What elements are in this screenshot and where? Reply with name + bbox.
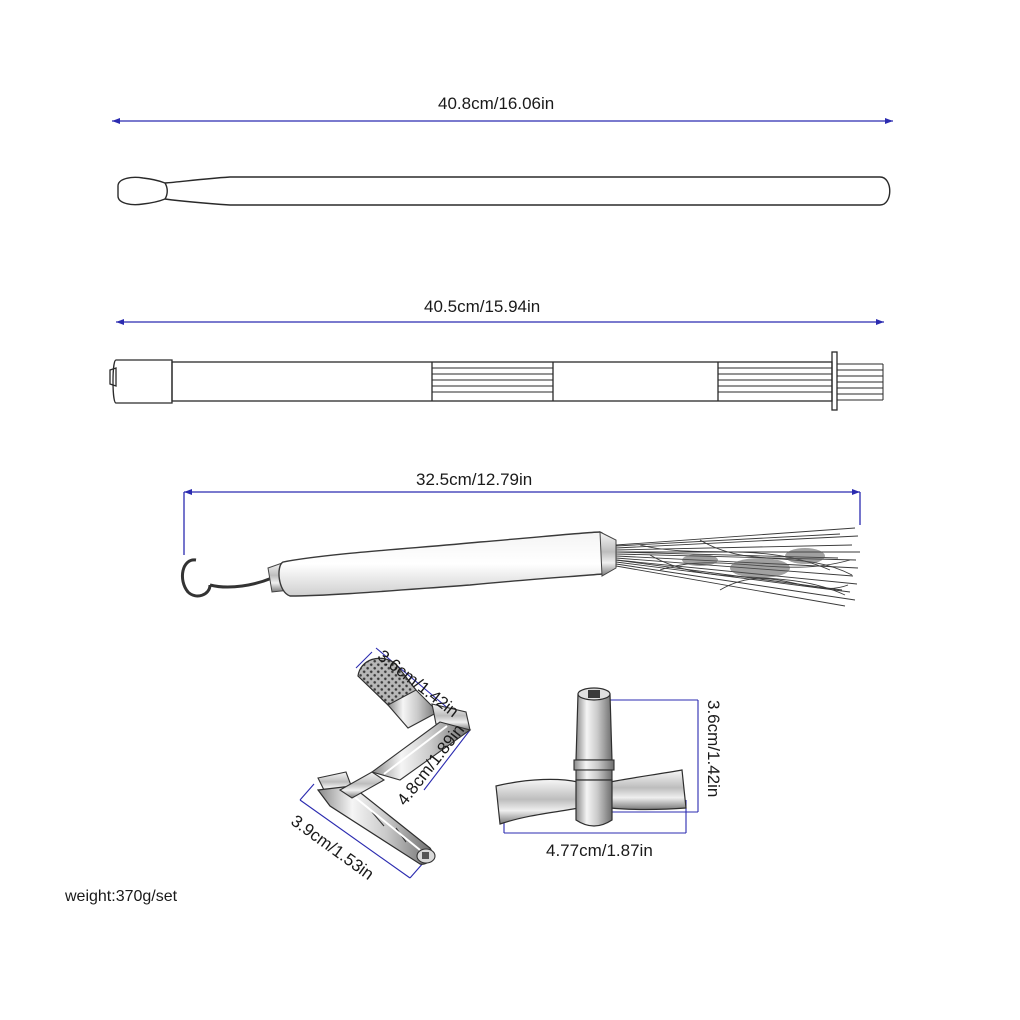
tkey-height-label: 3.6cm/1.42in — [704, 700, 723, 798]
drumstick-dimension-line — [112, 118, 893, 124]
rute-dimension-line — [116, 319, 884, 325]
drumstick-icon — [117, 176, 891, 206]
weight-label: weight:370g/set — [65, 888, 178, 905]
drumstick-length-label: 40.8cm/16.06in — [438, 94, 555, 113]
rute-stick-length-label: 40.5cm/15.94in — [424, 297, 541, 316]
brush-dimension-line — [183, 489, 861, 555]
crank-key-icon — [299, 647, 472, 879]
rute-stick-icon — [109, 351, 884, 411]
wire-brush-length-label: 32.5cm/12.79in — [416, 470, 533, 489]
tkey-width-label: 4.77cm/1.87in — [546, 841, 653, 860]
wire-brush-icon — [180, 527, 860, 607]
t-key-icon — [495, 687, 699, 834]
